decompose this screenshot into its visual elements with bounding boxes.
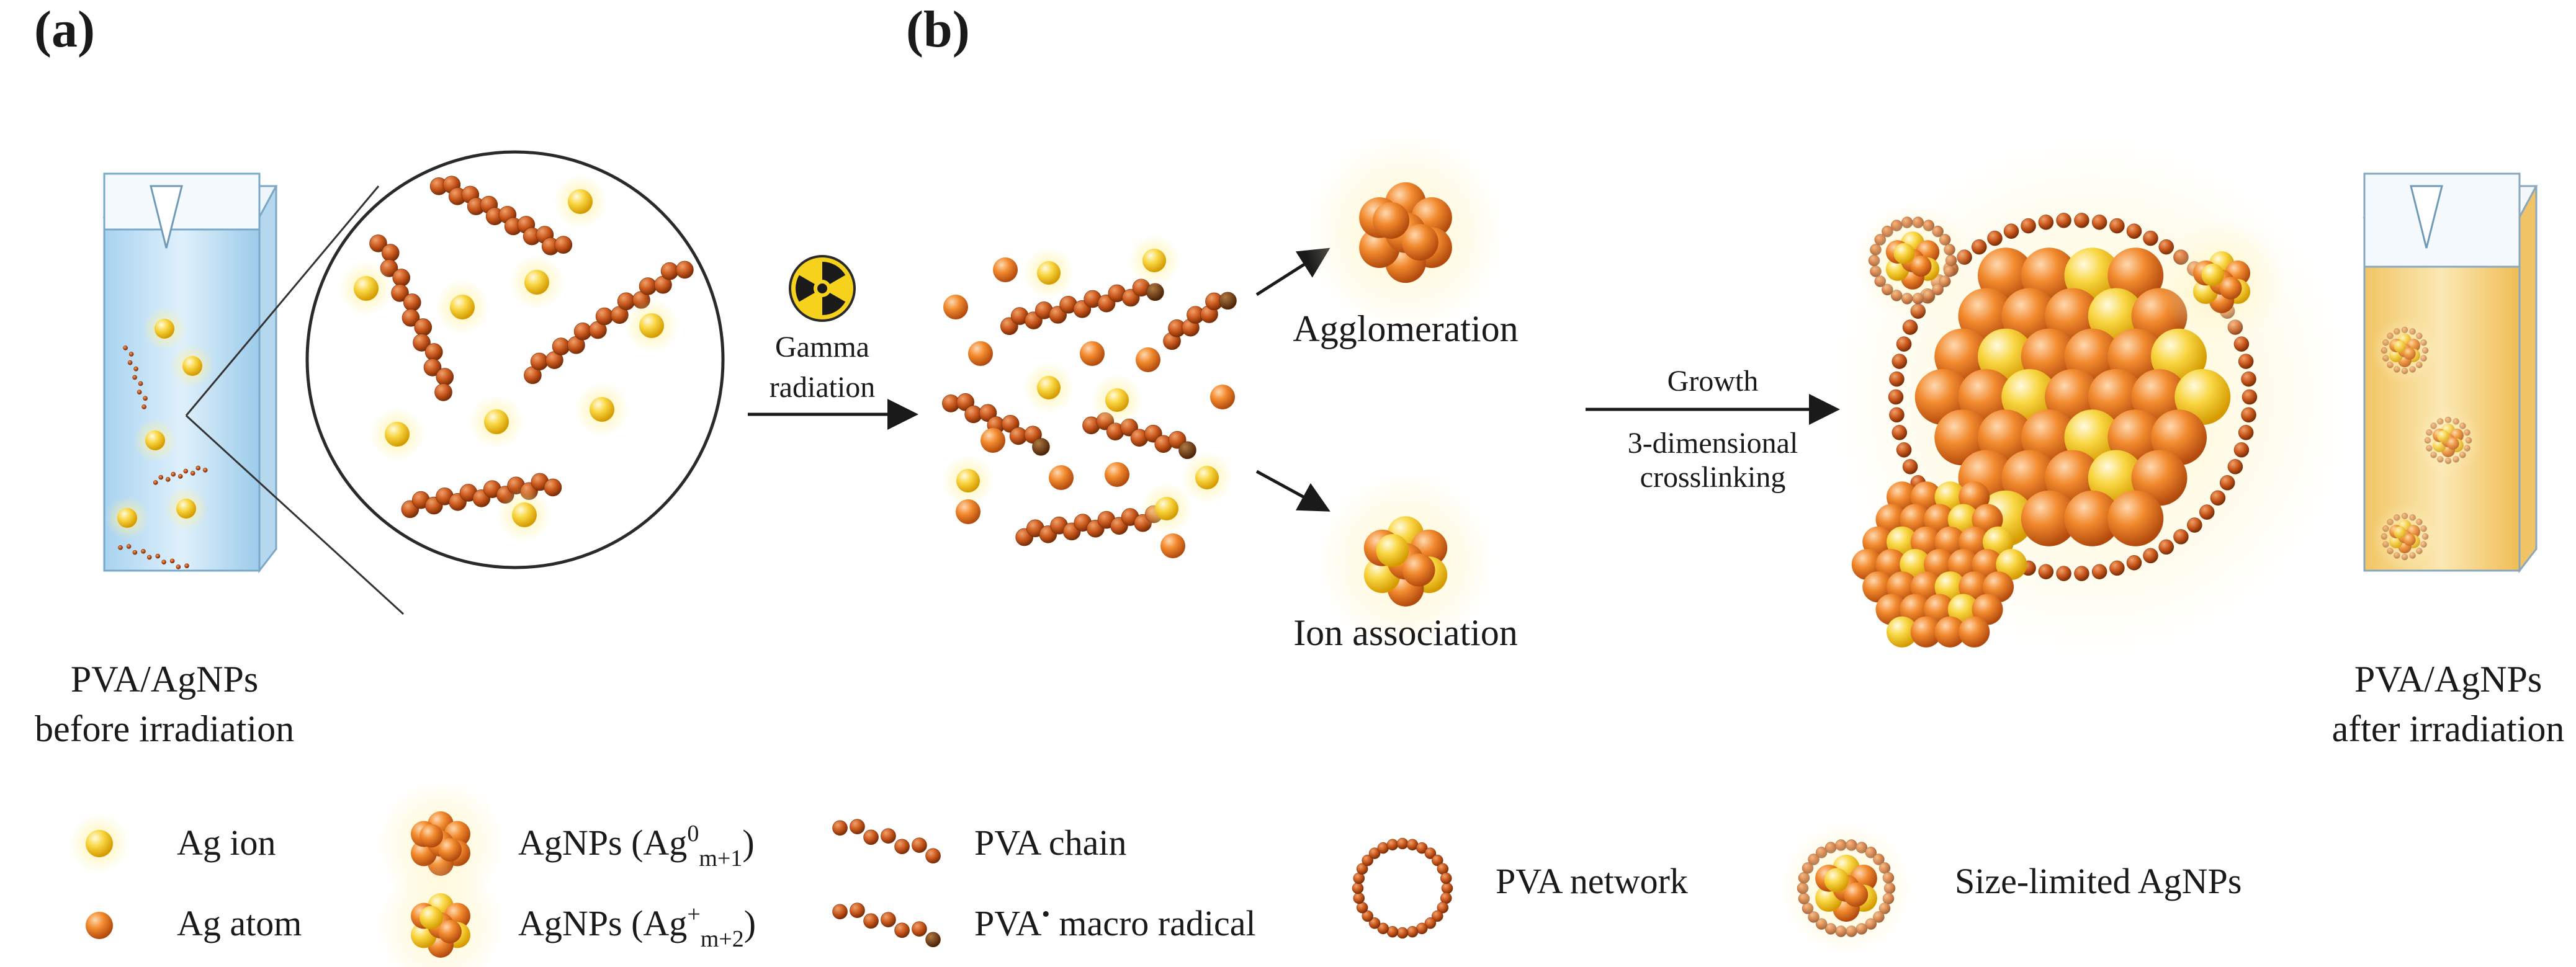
size-limited-small-top-right xyxy=(2159,220,2284,345)
ion-association-label: Ion association xyxy=(1293,612,1518,653)
agglomeration-label: Agglomeration xyxy=(1293,308,1518,349)
ag-atom xyxy=(1136,347,1160,372)
ag-atom xyxy=(86,912,113,939)
ion-association-cluster xyxy=(1314,470,1497,653)
zoom-line-top xyxy=(185,185,380,416)
growth-label: Growth xyxy=(1667,365,1759,398)
legend-ag-ion-label: Ag ion xyxy=(177,822,276,863)
ag-ion xyxy=(497,488,552,542)
legend: Ag ion Ag atom AgNPs (Ag0m+1) AgNPs (Ag+… xyxy=(69,778,2242,967)
crosslinking-label-line2: crosslinking xyxy=(1640,461,1786,494)
legend-agnps-ion-icon xyxy=(375,860,506,967)
arrow-to-ion-association xyxy=(1255,470,1331,512)
size-limited-agnps xyxy=(2371,316,2439,385)
gamma-label-line1: Gamma xyxy=(775,331,869,363)
pva-chain xyxy=(118,544,189,569)
legend-pva-network-icon xyxy=(1352,837,1453,939)
ag-ion xyxy=(942,455,994,507)
legend-agnps-m1-label: AgNPs (Ag0m+1) xyxy=(518,821,755,871)
pva-macro-radical xyxy=(1000,279,1164,336)
ag-ion xyxy=(435,280,490,334)
ag-ion xyxy=(624,298,679,353)
pva-chain xyxy=(832,819,941,864)
ag-atom xyxy=(968,341,993,366)
ag-ion xyxy=(1023,247,1075,299)
ag-ion xyxy=(575,382,629,437)
pva-chain xyxy=(524,261,694,385)
ag-ion xyxy=(133,418,177,463)
ag-atom xyxy=(956,499,981,524)
pva-macro-radical xyxy=(832,902,941,948)
pva-chain xyxy=(153,465,208,485)
ag-ion xyxy=(1023,362,1075,414)
legend-size-limited-icon xyxy=(1778,820,1914,956)
pva-chain xyxy=(1015,505,1163,546)
pva-chain xyxy=(401,473,562,519)
ag-atom xyxy=(1160,533,1185,558)
size-limited-agnps xyxy=(2414,406,2482,475)
agnps-mini-core xyxy=(2371,502,2439,571)
irradiated-mixture xyxy=(942,234,1237,558)
legend-ag-atom-label: Ag atom xyxy=(177,903,302,943)
agnps-neutral-cluster xyxy=(1304,131,1507,334)
pva-macro-radical xyxy=(1163,292,1237,350)
size-limited-agnps xyxy=(2371,502,2439,571)
ag-ion xyxy=(1141,483,1193,535)
ag-atom xyxy=(1049,465,1074,490)
legend-pva-radical-label: PVA• macro radical xyxy=(974,901,1256,943)
ag-ion xyxy=(339,261,393,316)
legend-pva-chain-label: PVA chain xyxy=(974,822,1126,863)
ag-ion xyxy=(469,394,524,449)
zoom-circle xyxy=(305,150,725,569)
ag-ion xyxy=(164,486,209,531)
ag-ion xyxy=(370,407,424,461)
ag-ion xyxy=(553,174,608,229)
ag-ion xyxy=(1181,452,1233,504)
caption-after-line2: after irradiation xyxy=(2332,708,2565,749)
ag-atom xyxy=(1210,385,1235,409)
pva-chain xyxy=(429,176,573,256)
agnps-ion-cluster xyxy=(1314,470,1497,653)
legend-size-limited-label: Size-limited AgNPs xyxy=(1955,861,2242,901)
pva-chain xyxy=(369,234,454,401)
radiation-hazard-icon xyxy=(789,255,856,322)
caption-after-line1: PVA/AgNPs xyxy=(2354,659,2542,700)
ag-atom xyxy=(981,428,1005,453)
agnps-lower-left-cluster xyxy=(1851,481,2027,648)
ag-ion xyxy=(1091,374,1143,426)
cuvette-before xyxy=(102,172,278,574)
crosslinking-label-line1: 3-dimensional xyxy=(1628,427,1798,460)
ag-atom xyxy=(1105,462,1129,487)
ag-atom xyxy=(943,295,968,319)
agnps-core xyxy=(1778,820,1914,956)
agnps-small-core xyxy=(2159,220,2284,345)
ag-ion xyxy=(69,813,130,874)
agnps-mini-core xyxy=(2414,406,2482,475)
ag-atom xyxy=(993,257,1018,282)
legend-pva-network-label: PVA network xyxy=(1496,861,1688,901)
ag-atom xyxy=(1080,341,1105,366)
agnps-mini-core xyxy=(2371,316,2439,385)
agnps-small-core xyxy=(1854,202,1972,319)
legend-agnps-m2-label: AgNPs (Ag+m+2) xyxy=(518,901,756,952)
agglomeration-cluster xyxy=(1304,131,1507,334)
panel-label-a: (a) xyxy=(34,1,95,58)
cuvette-after xyxy=(2363,172,2538,574)
caption-before-line1: PVA/AgNPs xyxy=(71,659,258,700)
pva-macro-radical xyxy=(1082,412,1196,460)
gamma-label-line2: radiation xyxy=(770,371,876,404)
ag-ion xyxy=(1128,234,1180,287)
size-limited-agnps-product xyxy=(1831,136,2352,657)
zoom-line-bottom xyxy=(185,414,405,615)
ag-ion xyxy=(105,496,150,540)
caption-before-line2: before irradiation xyxy=(35,708,294,749)
ag-ion xyxy=(509,255,564,310)
ag-ion xyxy=(142,306,187,351)
panel-label-b: (b) xyxy=(906,1,970,58)
ag-ion xyxy=(170,344,215,388)
size-limited-small-top-left xyxy=(1854,202,1972,319)
pva-chain xyxy=(123,345,148,409)
